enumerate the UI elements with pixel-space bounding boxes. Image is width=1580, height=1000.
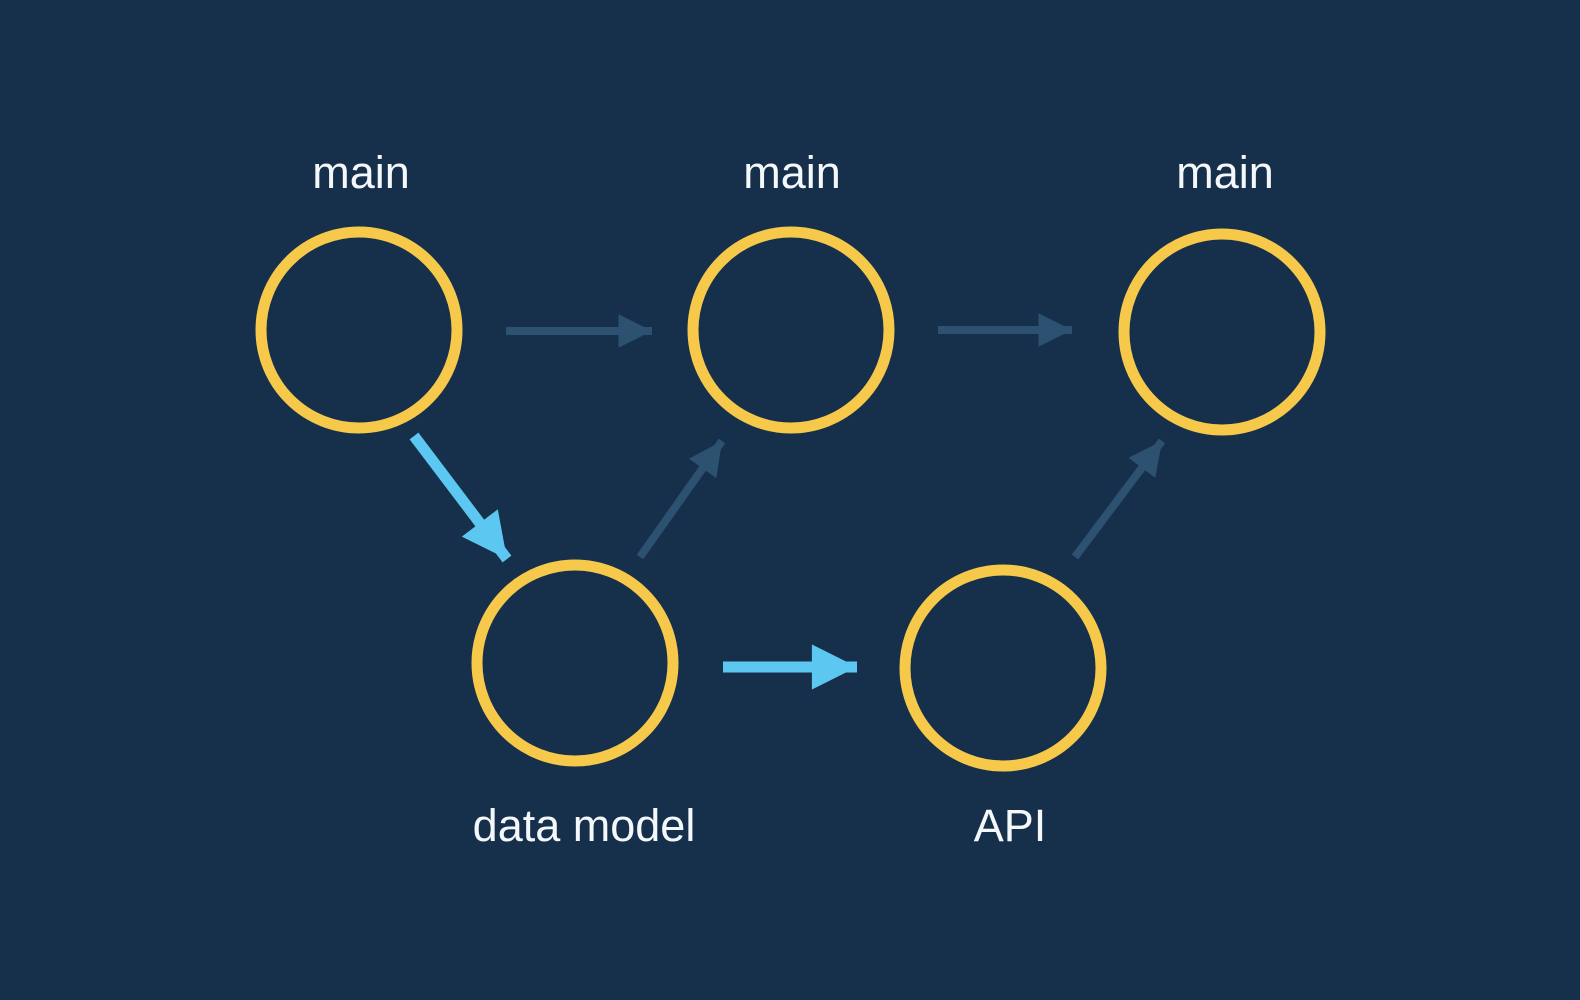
branch-label-main-commit-2: main xyxy=(743,147,841,198)
edges-layer xyxy=(409,313,1166,690)
branch-label-data-model-commit: data model xyxy=(473,800,696,851)
branch-label-main-commit-3: main xyxy=(1176,147,1274,198)
commit-arrow-main1-to-data-model xyxy=(409,432,512,563)
nodes-layer xyxy=(255,226,1326,772)
commit-node-api-commit xyxy=(899,564,1107,772)
labels-layer: main main main data model API xyxy=(312,147,1274,851)
commit-node-data-model-commit xyxy=(471,559,679,767)
branch-label-main-commit-1: main xyxy=(312,147,410,198)
commit-node-main-commit-3 xyxy=(1118,228,1326,436)
commit-node-main-commit-1 xyxy=(255,226,463,434)
branch-label-api-commit: API xyxy=(974,800,1047,851)
commit-node-main-commit-2 xyxy=(687,226,895,434)
commit-arrow-api-to-main3 xyxy=(1071,438,1166,560)
commit-arrow-data-model-to-main2 xyxy=(636,438,726,560)
